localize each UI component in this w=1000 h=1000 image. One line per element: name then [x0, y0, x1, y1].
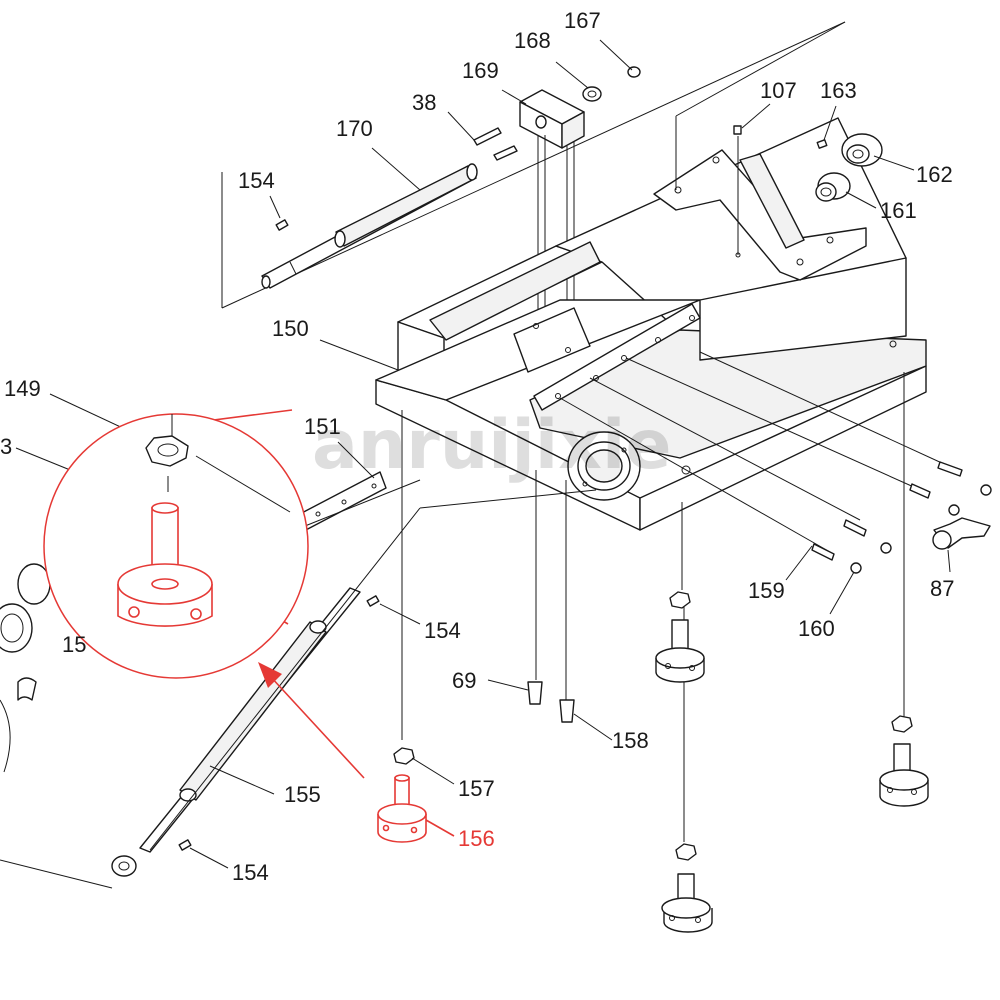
callout-leaders — [15, 39, 951, 869]
foot-bottom — [661, 843, 713, 933]
zoom-part-156 — [117, 502, 213, 627]
part-plate-rear — [653, 21, 867, 281]
part-160-nuts — [850, 484, 992, 574]
callout-38: 38 — [412, 90, 436, 115]
foot-right-far — [879, 715, 929, 807]
top-frame-lines — [221, 21, 846, 309]
callout-154-top: 154 — [238, 168, 275, 193]
callout-15-partial: 15 — [62, 632, 86, 657]
part-107-pin — [733, 125, 742, 258]
part-156-foot-highlighted — [377, 774, 427, 843]
part-38-screws — [473, 127, 518, 161]
part-154-keys-lower — [178, 595, 380, 851]
part-157-nut — [393, 747, 415, 765]
foot-right-middle — [655, 591, 705, 683]
part-159-pins — [559, 351, 963, 561]
callout-87: 87 — [930, 576, 954, 601]
part-87-lever — [932, 517, 991, 550]
callout-161: 161 — [880, 198, 917, 223]
callout-159: 159 — [748, 578, 785, 603]
part-69-screw — [527, 681, 543, 705]
part-161-bushing — [815, 172, 851, 202]
part-168-washer — [582, 86, 602, 102]
callout-157: 157 — [458, 776, 495, 801]
callout-154-bottom: 154 — [232, 860, 269, 885]
callout-158: 158 — [612, 728, 649, 753]
callout-3: 3 — [0, 434, 12, 459]
callout-107: 107 — [760, 78, 797, 103]
callout-170: 170 — [336, 116, 373, 141]
callout-167: 167 — [564, 8, 601, 33]
callout-154-mid: 154 — [424, 618, 461, 643]
callout-labels: 167 168 169 38 170 154 107 163 162 161 1… — [0, 8, 954, 885]
watermark: anruijixie — [312, 406, 671, 485]
callout-168: 168 — [514, 28, 551, 53]
callout-150: 150 — [272, 316, 309, 341]
part-150-apron-body — [375, 117, 927, 531]
callout-162: 162 — [916, 162, 953, 187]
zoom-detail — [43, 409, 309, 679]
callout-151: 151 — [304, 414, 341, 439]
part-170-shaft — [261, 163, 478, 289]
highlight-arrow — [258, 662, 365, 779]
part-163-pin — [816, 139, 828, 149]
callout-155: 155 — [284, 782, 321, 807]
callout-169: 169 — [462, 58, 499, 83]
part-162-gear — [841, 133, 883, 167]
part-155-shaft — [111, 507, 421, 877]
callout-156: 156 — [458, 826, 495, 851]
callout-163: 163 — [820, 78, 857, 103]
callout-69: 69 — [452, 668, 476, 693]
part-154-key-top — [275, 219, 289, 231]
callout-160: 160 — [798, 616, 835, 641]
part-158-screw — [559, 699, 575, 723]
callout-149: 149 — [4, 376, 41, 401]
